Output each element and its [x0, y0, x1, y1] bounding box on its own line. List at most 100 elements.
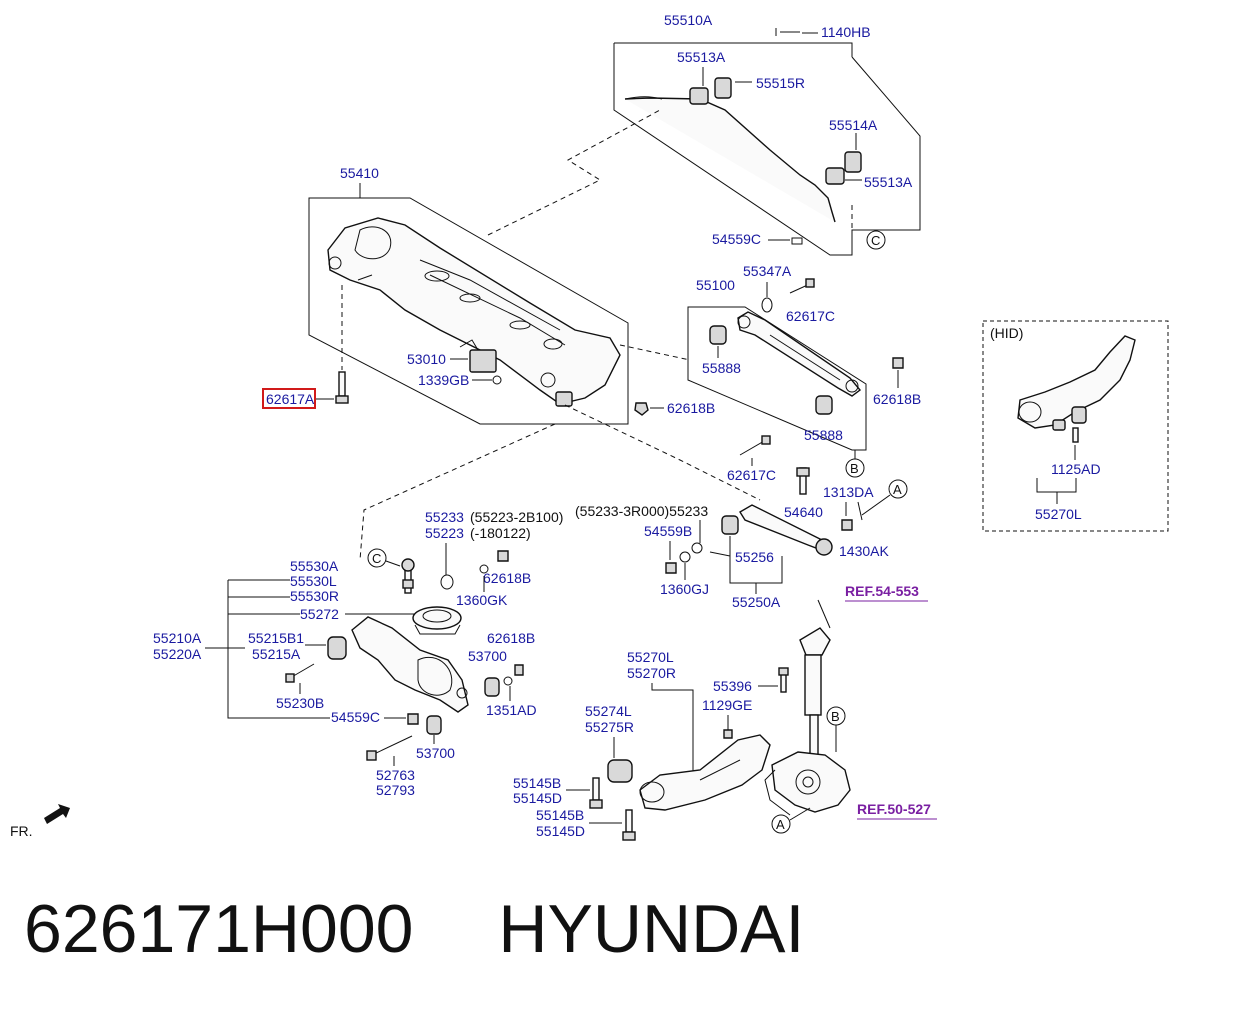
label-54559C-low: 54559C [331, 709, 380, 725]
label-1360GK: 1360GK [456, 592, 508, 608]
label-55145B: 55145B [513, 775, 561, 791]
label-53700: 53700 [468, 648, 507, 664]
label-55530A: 55530A [290, 558, 339, 574]
bolt-55396 [778, 667, 789, 693]
label-55274L: 55274L [585, 703, 632, 719]
label-55513A-right: 55513A [864, 174, 913, 190]
label-55888-b: 55888 [804, 427, 843, 443]
label-55215B1: 55215B1 [248, 630, 304, 646]
label-55396: 55396 [713, 678, 752, 694]
hid-inset [982, 320, 1169, 532]
label-55513A: 55513A [677, 49, 726, 65]
label-53010: 53010 [407, 351, 446, 367]
label-55230B: 55230B [276, 695, 324, 711]
label-55145D: 55145D [513, 790, 562, 806]
bracket-53010 [459, 339, 502, 385]
label-55515R: 55515R [756, 75, 805, 91]
label-52763: 52763 [376, 767, 415, 783]
label-62617C-mid: 62617C [727, 467, 776, 483]
bushing-53700-b [426, 715, 442, 735]
stabilizer-bracket-b [844, 151, 862, 173]
label-55256: 55256 [735, 549, 774, 565]
bolt-62617A [335, 285, 349, 404]
label-55223-note: (-180122) [470, 525, 531, 541]
brand-name: HYUNDAI [498, 891, 805, 967]
stabilizer-bar-group [613, 28, 921, 256]
ref-50-527[interactable]: REF.50-527 [857, 801, 931, 817]
callout-a-link: A [861, 479, 908, 516]
callout-c-top: C [866, 230, 886, 250]
label-55410: 55410 [340, 165, 379, 181]
label-52793: 52793 [376, 782, 415, 798]
knuckle [764, 751, 851, 816]
svg-text:C: C [372, 551, 381, 566]
shock-absorber [799, 599, 831, 756]
part-footer: 626171H000 HYUNDAI [24, 890, 1224, 980]
bolt-55230B [285, 663, 315, 683]
label-55270L-hid: 55270L [1035, 506, 1082, 522]
label-55510A: 55510A [664, 12, 713, 28]
label-1430AK: 1430AK [839, 543, 889, 559]
label-54559B: 54559B [644, 523, 692, 539]
label-54640: 54640 [784, 504, 823, 520]
label-55347A: 55347A [743, 263, 792, 279]
label-54559C: 54559C [712, 231, 761, 247]
label-55888: 55888 [702, 360, 741, 376]
stabilizer-bracket-a [714, 77, 732, 99]
svg-text:A: A [893, 482, 902, 497]
label-55250A: 55250A [732, 594, 781, 610]
lower-arm [327, 616, 524, 713]
label-1360GJ: 1360GJ [660, 581, 709, 597]
label-1351AD: 1351AD [486, 702, 537, 718]
label-55275R: 55275R [585, 719, 634, 735]
label-55530L: 55530L [290, 573, 337, 589]
label-1125AD: 1125AD [1051, 461, 1101, 477]
label-62617C: 62617C [786, 308, 835, 324]
front-direction-arrow [44, 804, 70, 824]
assist-link-group [665, 467, 863, 574]
callout-a-knuckle: A [771, 807, 811, 834]
svg-text:A: A [776, 817, 785, 832]
svg-text:C: C [871, 233, 880, 248]
spring-seat-55272 [412, 606, 462, 635]
label-55270L: 55270L [627, 649, 674, 665]
callout-b-arm: B [845, 450, 865, 478]
stabilizer-link-55530 [401, 558, 415, 594]
label-55210A: 55210A [153, 630, 202, 646]
svg-text:B: B [850, 461, 859, 476]
label-1129GE: 1129GE [702, 697, 752, 713]
label-hid: (HID) [990, 325, 1023, 341]
label-62618B-sub: 62618B [667, 400, 715, 416]
label-55272: 55272 [300, 606, 339, 622]
bushing-55233 [440, 550, 509, 590]
nut-62618B-sub [634, 402, 649, 416]
callout-c-low: C [367, 548, 401, 568]
callout-b-knuckle: B [826, 706, 846, 752]
highlighted-part-62617A[interactable]: 62617A [262, 388, 316, 409]
label-55100: 55100 [696, 277, 735, 293]
crossmember-group [308, 197, 629, 425]
label-55233-note-right: (55233-3R000)55233 [575, 503, 708, 519]
front-label: FR. [10, 823, 33, 839]
label-55233-note: (55223-2B100) [470, 509, 563, 525]
label-1313DA: 1313DA [823, 484, 874, 500]
label-1339GB: 1339GB [418, 372, 469, 388]
ref-54-553[interactable]: REF.54-553 [845, 583, 919, 599]
label-55145B-b: 55145B [536, 807, 584, 823]
stabilizer-bushing-a [689, 87, 709, 105]
svg-text:B: B [831, 709, 840, 724]
label-55270R: 55270R [627, 665, 676, 681]
label-55145D-b: 55145D [536, 823, 585, 839]
label-62618B-arm: 62618B [487, 630, 535, 646]
label-62617A: 62617A [266, 391, 315, 407]
upper-arm-group [687, 278, 904, 456]
label-62618B-right: 62618B [873, 391, 921, 407]
trailing-arm [589, 734, 771, 841]
label-1140HB: 1140HB [821, 24, 871, 40]
exploded-parts-diagram: 55510A 1140HB 55513A 55515R 55514A 55513… [10, 12, 1169, 841]
label-55220A: 55220A [153, 646, 202, 662]
bolt-52763 [366, 735, 413, 761]
label-55530R: 55530R [290, 588, 339, 604]
stabilizer-bushing-b [825, 167, 845, 185]
label-55215A: 55215A [252, 646, 301, 662]
